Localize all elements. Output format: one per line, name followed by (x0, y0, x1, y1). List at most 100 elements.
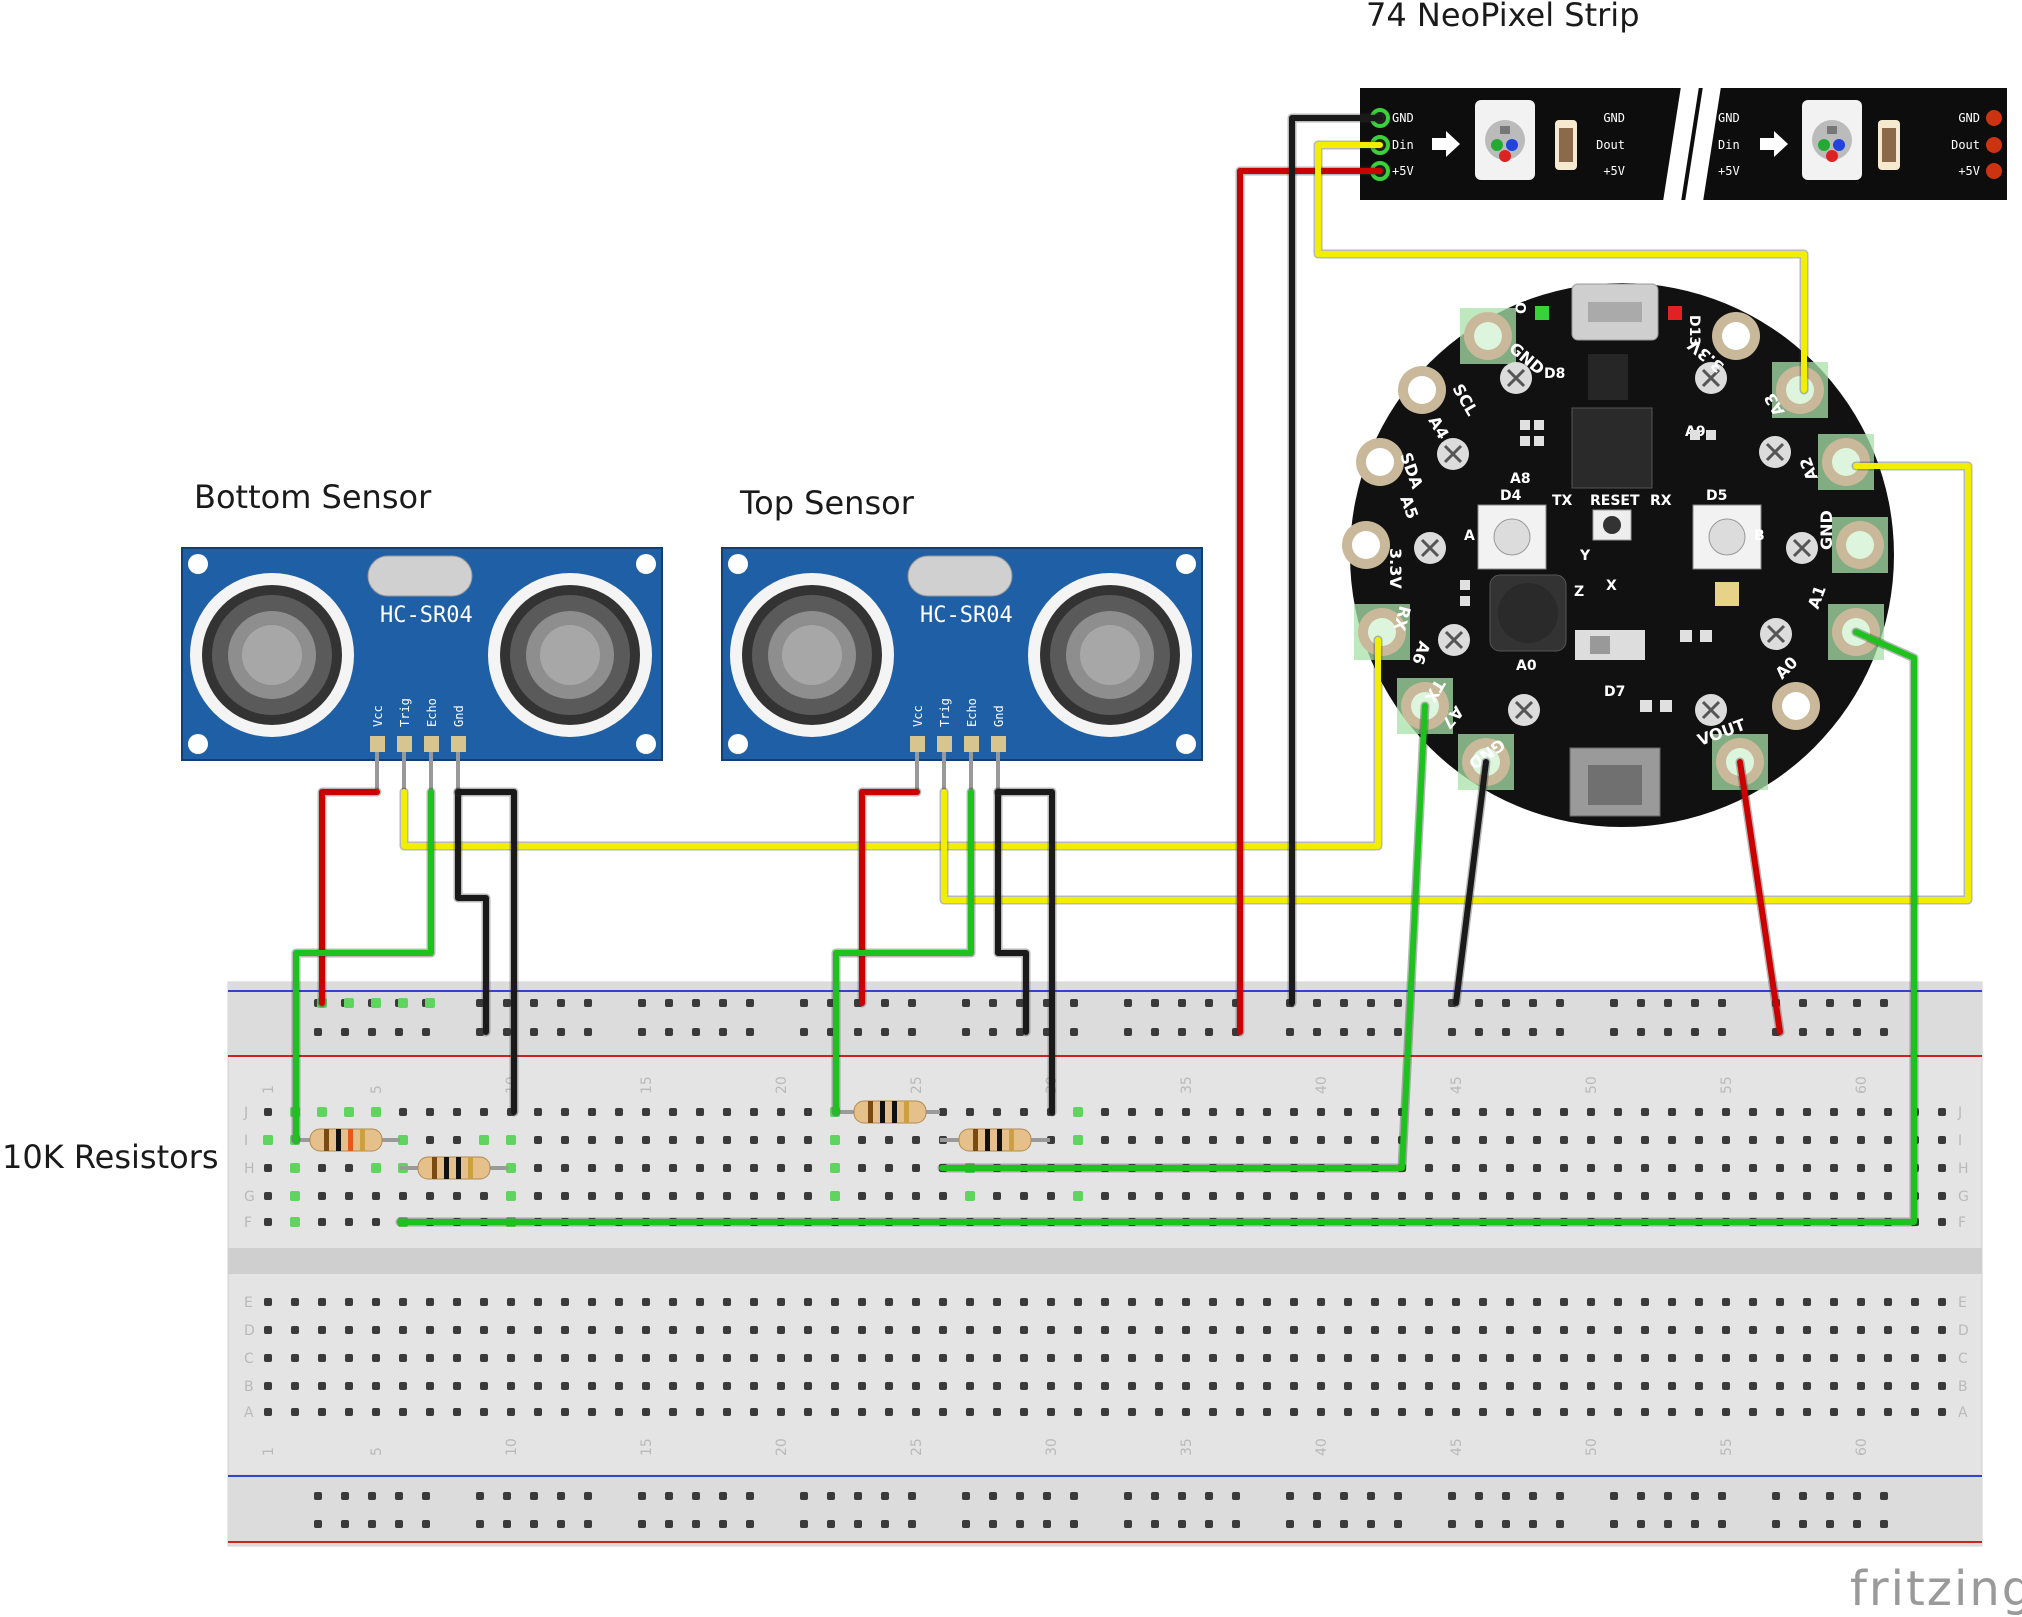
breadboard-hole[interactable] (561, 1326, 569, 1334)
rail-hole[interactable] (1880, 1492, 1888, 1500)
breadboard-hole[interactable] (1560, 1408, 1568, 1416)
breadboard-hole[interactable] (561, 1382, 569, 1390)
breadboard-hole[interactable] (885, 1192, 893, 1200)
breadboard-hole[interactable] (1074, 1382, 1082, 1390)
breadboard-hole[interactable] (723, 1354, 731, 1362)
rail-hole[interactable] (1151, 999, 1159, 1007)
rail-hole[interactable] (719, 1520, 727, 1528)
breadboard-hole[interactable] (426, 1326, 434, 1334)
rail-hole[interactable] (1556, 1028, 1564, 1036)
breadboard-hole[interactable] (1749, 1326, 1757, 1334)
rail-hole[interactable] (1853, 1028, 1861, 1036)
breadboard-hole[interactable] (1425, 1408, 1433, 1416)
breadboard-hole[interactable] (1938, 1382, 1946, 1390)
breadboard-hole[interactable] (534, 1108, 542, 1116)
rail-hole[interactable] (1394, 999, 1402, 1007)
breadboard-hole[interactable] (1884, 1136, 1892, 1144)
breadboard-hole[interactable] (1749, 1192, 1757, 1200)
breadboard-hole[interactable] (1722, 1354, 1730, 1362)
breadboard-hole[interactable] (642, 1136, 650, 1144)
rail-hole[interactable] (1151, 1028, 1159, 1036)
rail-hole[interactable] (1124, 1492, 1132, 1500)
breadboard-hole[interactable] (669, 1354, 677, 1362)
breadboard-hole[interactable] (966, 1382, 974, 1390)
breadboard-hole[interactable] (723, 1408, 731, 1416)
breadboard-hole[interactable] (750, 1192, 758, 1200)
breadboard-hole[interactable] (1452, 1354, 1460, 1362)
breadboard-hole[interactable] (1209, 1354, 1217, 1362)
breadboard-hole[interactable] (1209, 1136, 1217, 1144)
rail-hole[interactable] (1529, 1492, 1537, 1500)
breadboard-hole[interactable] (507, 1326, 515, 1334)
rail-hole[interactable] (1853, 1520, 1861, 1528)
breadboard-hole[interactable] (696, 1192, 704, 1200)
breadboard-hole[interactable] (1587, 1108, 1595, 1116)
breadboard-hole[interactable] (696, 1354, 704, 1362)
rail-hole[interactable] (1826, 1028, 1834, 1036)
breadboard-hole[interactable] (372, 1298, 380, 1306)
breadboard-hole[interactable] (1587, 1382, 1595, 1390)
breadboard-hole[interactable] (264, 1298, 272, 1306)
breadboard-hole[interactable] (372, 1354, 380, 1362)
breadboard-hole[interactable] (777, 1108, 785, 1116)
breadboard-hole[interactable] (1479, 1108, 1487, 1116)
breadboard-hole[interactable] (669, 1408, 677, 1416)
breadboard-hole[interactable] (534, 1136, 542, 1144)
breadboard-hole[interactable] (1290, 1298, 1298, 1306)
breadboard-hole[interactable] (291, 1408, 299, 1416)
breadboard-hole[interactable] (1533, 1164, 1541, 1172)
breadboard-hole[interactable] (966, 1408, 974, 1416)
breadboard-hole[interactable] (1020, 1326, 1028, 1334)
breadboard-hole[interactable] (804, 1326, 812, 1334)
breadboard-hole[interactable] (1614, 1192, 1622, 1200)
breadboard-hole[interactable] (1452, 1108, 1460, 1116)
breadboard-hole[interactable] (1047, 1298, 1055, 1306)
breadboard-hole[interactable] (1857, 1354, 1865, 1362)
breadboard-hole[interactable] (831, 1408, 839, 1416)
breadboard-hole[interactable] (1695, 1298, 1703, 1306)
rail-hole[interactable] (1475, 999, 1483, 1007)
breadboard-hole[interactable] (1371, 1408, 1379, 1416)
breadboard-hole[interactable] (1236, 1354, 1244, 1362)
rail-hole[interactable] (881, 1520, 889, 1528)
breadboard-hole[interactable] (1641, 1354, 1649, 1362)
rail-hole[interactable] (1880, 999, 1888, 1007)
breadboard-hole[interactable] (1398, 1382, 1406, 1390)
breadboard-hole[interactable] (750, 1298, 758, 1306)
rail-hole[interactable] (1664, 999, 1672, 1007)
breadboard-hole[interactable] (534, 1164, 542, 1172)
rail-hole[interactable] (1178, 1028, 1186, 1036)
breadboard-hole[interactable] (912, 1354, 920, 1362)
breadboard-hole[interactable] (1884, 1382, 1892, 1390)
breadboard-hole[interactable] (1236, 1326, 1244, 1334)
breadboard-hole[interactable] (858, 1382, 866, 1390)
breadboard-hole[interactable] (696, 1408, 704, 1416)
rail-hole[interactable] (1151, 1492, 1159, 1500)
breadboard-hole[interactable] (1668, 1192, 1676, 1200)
breadboard-hole[interactable] (1884, 1408, 1892, 1416)
breadboard-hole[interactable] (939, 1108, 947, 1116)
breadboard-hole[interactable] (804, 1164, 812, 1172)
breadboard-hole[interactable] (885, 1164, 893, 1172)
breadboard-hole[interactable] (1803, 1164, 1811, 1172)
breadboard-hole[interactable] (453, 1136, 461, 1144)
breadboard-hole[interactable] (858, 1192, 866, 1200)
breadboard-hole[interactable] (804, 1136, 812, 1144)
breadboard-hole[interactable] (1128, 1354, 1136, 1362)
breadboard-hole[interactable] (1560, 1108, 1568, 1116)
rail-hole[interactable] (1637, 1520, 1645, 1528)
breadboard-hole[interactable] (804, 1354, 812, 1362)
breadboard-hole[interactable] (1425, 1108, 1433, 1116)
rail-hole[interactable] (1718, 1492, 1726, 1500)
breadboard-hole[interactable] (1155, 1326, 1163, 1334)
breadboard-hole[interactable] (1290, 1326, 1298, 1334)
breadboard-hole[interactable] (1938, 1408, 1946, 1416)
breadboard-hole[interactable] (1209, 1192, 1217, 1200)
breadboard-hole[interactable] (561, 1136, 569, 1144)
rail-hole[interactable] (1853, 999, 1861, 1007)
breadboard-hole[interactable] (1533, 1108, 1541, 1116)
breadboard-hole[interactable] (1398, 1354, 1406, 1362)
breadboard-hole[interactable] (1344, 1382, 1352, 1390)
breadboard-hole[interactable] (1128, 1136, 1136, 1144)
rail-hole[interactable] (1772, 1520, 1780, 1528)
